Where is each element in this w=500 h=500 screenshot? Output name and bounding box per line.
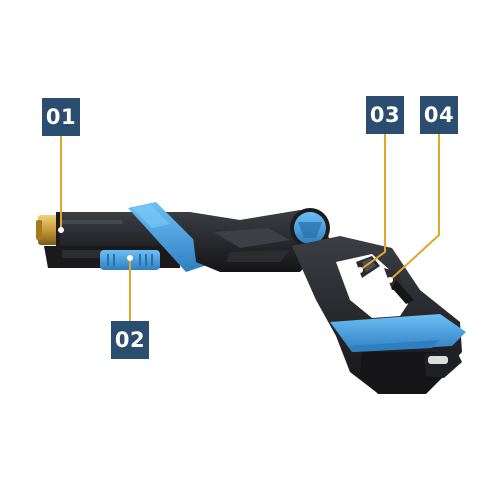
rotary-knob xyxy=(290,208,330,248)
callout-02: 02 xyxy=(111,321,149,359)
grip-handle xyxy=(292,236,466,394)
leader-lines xyxy=(60,134,440,321)
leader-dots xyxy=(58,227,393,283)
callout-04: 04 xyxy=(420,96,458,134)
barrel-blue-band xyxy=(128,202,216,272)
safety-lock xyxy=(384,268,414,304)
callout-03: 03 xyxy=(366,96,404,134)
callout-01: 01 xyxy=(42,98,80,136)
